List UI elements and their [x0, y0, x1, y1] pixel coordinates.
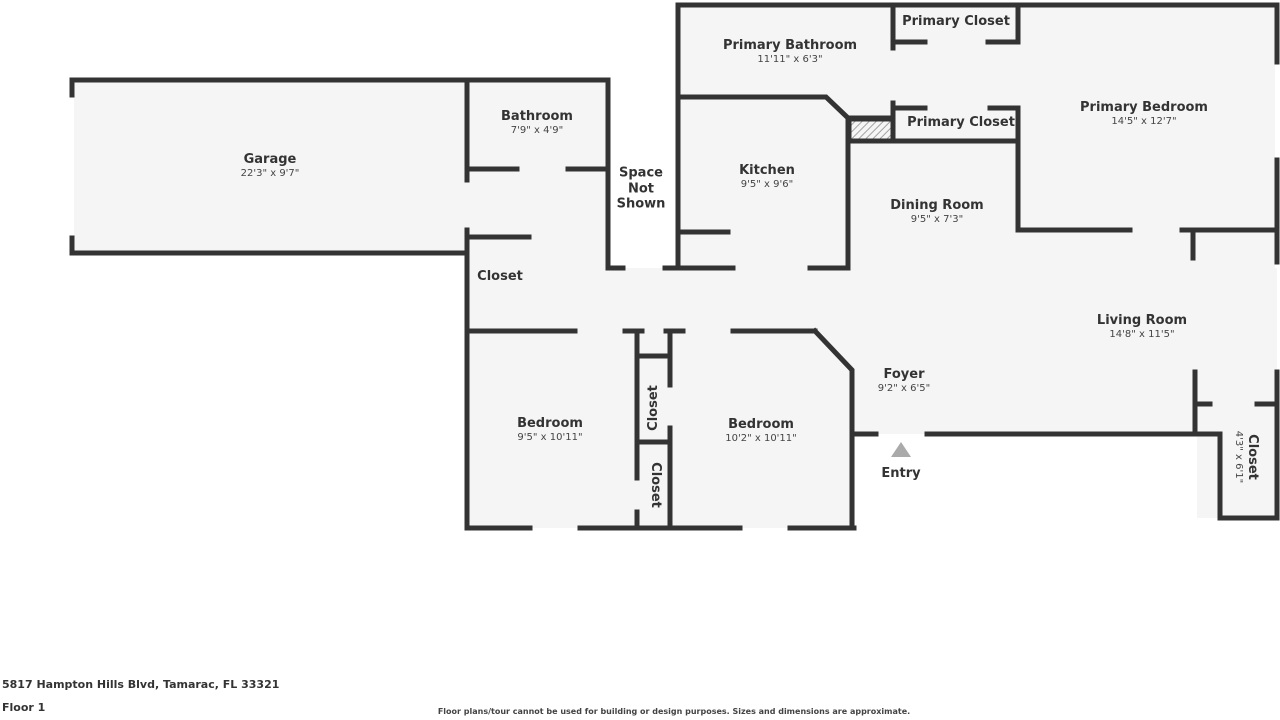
room-name: Closet	[647, 462, 663, 508]
room-name: Closet	[477, 269, 523, 285]
room-dimensions: 9'5" x 7'3"	[910, 213, 964, 225]
hatched-chase	[850, 120, 892, 140]
walls	[69, 2, 1280, 531]
room-closet-a: Closet	[646, 385, 662, 431]
room-name-line: Not	[627, 181, 655, 197]
room-primary-closet-top: Primary Closet	[902, 14, 1010, 30]
room-name: Primary Bedroom	[1080, 100, 1208, 116]
room-bedroom-1: Bedroom 9'5" x 10'11"	[517, 416, 583, 444]
room-name: Closet	[1244, 434, 1260, 480]
room-name-line: Shown	[616, 196, 666, 212]
room-bathroom: Bathroom 7'9" x 4'9"	[501, 109, 573, 137]
room-dimensions: 7'9" x 4'9"	[510, 124, 564, 136]
disclaimer: Floor plans/tour cannot be used for buil…	[437, 707, 911, 716]
room-closet-hall: Closet	[477, 269, 523, 285]
room-space-not-shown: Space Not Shown	[617, 166, 666, 213]
room-primary-bathroom: Primary Bathroom 11'11" x 6'3"	[723, 38, 857, 66]
room-dimensions: 10'2" x 10'11"	[725, 432, 797, 444]
room-dining-room: Dining Room 9'5" x 7'3"	[890, 198, 983, 226]
room-name: Bedroom	[517, 416, 583, 432]
room-name: Bathroom	[501, 109, 573, 125]
room-name: Primary Bathroom	[722, 38, 858, 54]
room-closet-entry: Closet 4'3" x 6'1"	[1232, 431, 1260, 483]
room-dimensions: 9'2" x 6'5"	[877, 382, 931, 394]
entry-arrow-icon	[891, 442, 911, 457]
room-dimensions: 9'5" x 9'6"	[740, 178, 794, 190]
entry-label: Entry	[881, 466, 921, 482]
room-dimensions: 11'11" x 6'3"	[757, 53, 823, 65]
room-bedroom-2: Bedroom 10'2" x 10'11"	[725, 417, 797, 445]
room-name: Living Room	[1096, 313, 1188, 329]
room-primary-closet-bottom: Primary Closet	[907, 115, 1015, 131]
room-name: Bedroom	[728, 417, 794, 433]
room-dimensions: 9'5" x 10'11"	[517, 431, 583, 443]
floor-label: Floor 1	[2, 701, 46, 714]
room-name: Foyer	[883, 367, 925, 383]
room-living-room: Living Room 14'8" x 11'5"	[1097, 313, 1187, 341]
room-name: Garage	[243, 152, 297, 168]
room-dimensions: 14'5" x 12'7"	[1111, 115, 1177, 127]
room-name: Primary Closet	[902, 14, 1010, 30]
room-name-line: Space	[619, 165, 663, 181]
room-kitchen: Kitchen 9'5" x 9'6"	[739, 163, 795, 191]
room-dimensions: 14'8" x 11'5"	[1109, 328, 1175, 340]
property-address: 5817 Hampton Hills Blvd, Tamarac, FL 333…	[2, 678, 280, 691]
room-primary-bedroom: Primary Bedroom 14'5" x 12'7"	[1080, 100, 1208, 128]
room-foyer: Foyer 9'2" x 6'5"	[878, 367, 930, 395]
room-name: Kitchen	[739, 163, 795, 179]
room-garage: Garage 22'3" x 9'7"	[241, 152, 300, 180]
room-name: Closet	[646, 385, 662, 431]
room-dimensions: 22'3" x 9'7"	[240, 167, 300, 179]
room-dimensions: 4'3" x 6'1"	[1233, 430, 1245, 484]
room-closet-b: Closet	[647, 462, 663, 508]
room-name: Primary Closet	[907, 115, 1015, 131]
floor-fills	[74, 5, 1277, 528]
room-name: Dining Room	[890, 198, 984, 214]
